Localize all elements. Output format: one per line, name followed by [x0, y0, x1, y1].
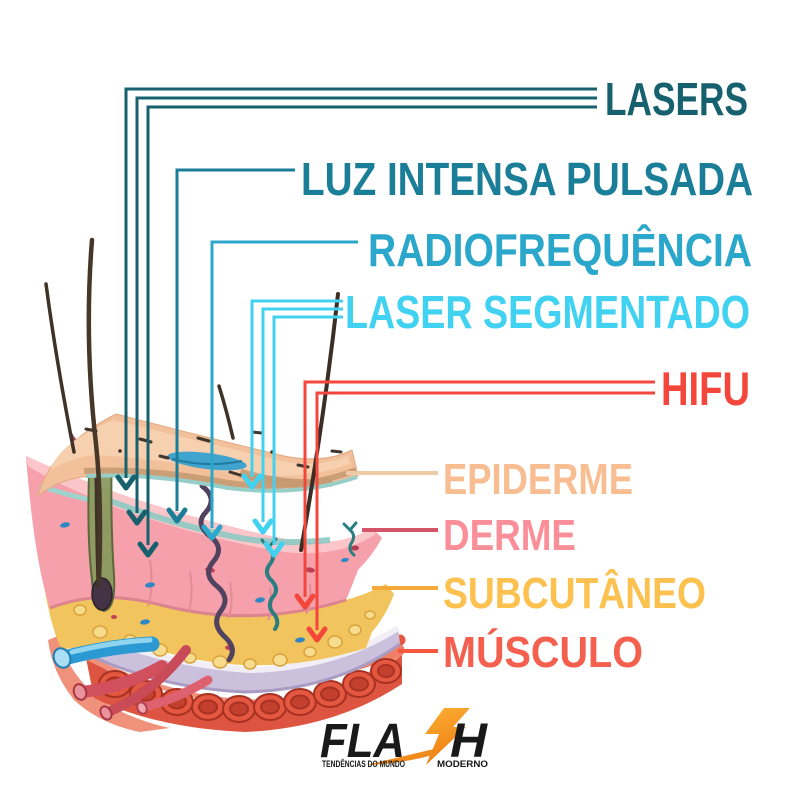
label-epiderme: EPIDERME: [443, 455, 633, 504]
label-radiofrequencia: RADIOFREQUÊNCIA: [368, 224, 752, 276]
hairs: [44, 237, 340, 583]
skin-speckles: [84, 427, 343, 477]
hifu-arrowhead: [294, 593, 316, 610]
artery-red: [103, 645, 191, 717]
label-musculo: MÚSCULO: [443, 627, 643, 677]
labels: LASERS LUZ INTENSA PULSADA RADIOFREQUÊNC…: [301, 73, 753, 677]
flash-logo: FLA H TENDÊNCIAS DO MUNDO MODERNO: [320, 708, 488, 770]
layer-lines: [346, 471, 438, 653]
label-laser-segmentado: LASER SEGMENTADO: [345, 286, 750, 338]
lasers-lines: [115, 87, 597, 558]
pigment-spot: [167, 451, 247, 471]
label-subcutaneo: SUBCUTÂNEO: [443, 568, 706, 618]
capillaries: [60, 522, 359, 603]
hair-strand: [86, 237, 103, 583]
radiofrequency-line: [201, 240, 358, 541]
hifu-lines: [294, 380, 655, 643]
fractional-arrowhead: [252, 518, 274, 535]
fractional-arrowhead: [263, 541, 285, 558]
ipl-line: [166, 168, 295, 524]
hair-strand: [44, 282, 76, 454]
flash-logo-tagline-right: MODERNO: [437, 759, 488, 770]
ipl-arrowhead: [166, 507, 188, 524]
flash-logo-swoosh: [366, 749, 434, 765]
hair-strand: [217, 384, 235, 440]
label-derme: DERME: [443, 511, 576, 560]
hifu-arrowhead: [306, 626, 328, 643]
follicle-bulb: [91, 577, 113, 611]
label-luz-intensa-pulsada: LUZ INTENSA PULSADA: [301, 153, 753, 205]
label-lasers: LASERS: [605, 73, 748, 125]
sweat-gland-duct: [198, 483, 235, 663]
label-hifu: HIFU: [661, 362, 750, 415]
blood-vessels: [52, 636, 213, 721]
fat-cells: [59, 575, 376, 670]
artery-red: [76, 660, 168, 698]
artery-red: [139, 675, 213, 712]
lasers-arrowhead: [115, 474, 137, 491]
vein-blue: [56, 636, 160, 666]
flash-logo-word-end: H: [450, 715, 488, 768]
hair-strand: [299, 292, 340, 552]
lasers-arrowhead: [126, 509, 148, 526]
lasers-arrowhead: [137, 541, 159, 558]
treatment-lines: [115, 87, 655, 643]
flash-logo-bolt-icon: [425, 708, 470, 765]
fractional-arrowhead: [241, 473, 263, 490]
radiofrequency-arrowhead: [201, 524, 223, 541]
flash-logo-tagline-left: TENDÊNCIAS DO MUNDO: [322, 758, 405, 770]
fractional-laser-lines: [241, 299, 343, 558]
